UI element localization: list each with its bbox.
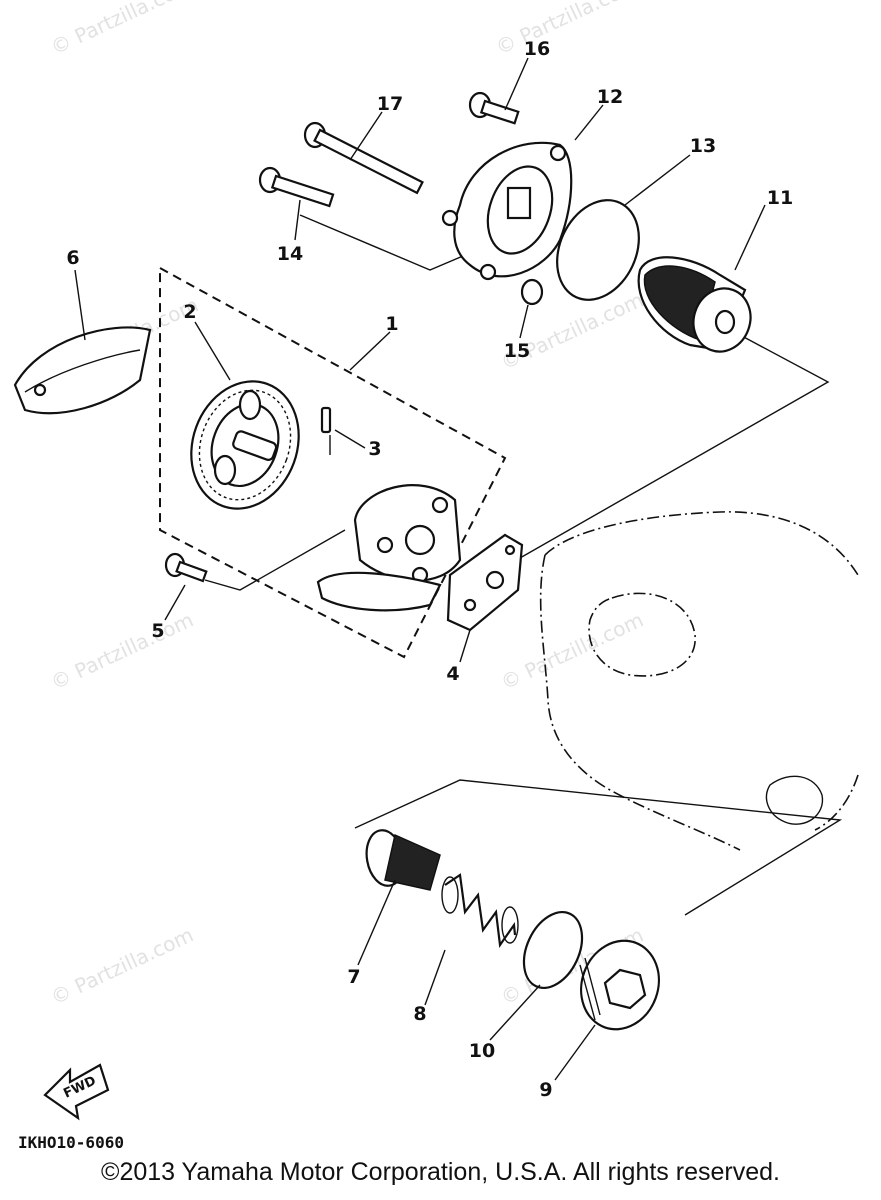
crankcase-outline bbox=[539, 511, 859, 851]
part-number-17: 17 bbox=[377, 93, 403, 115]
pump-assembly-boundary bbox=[159, 266, 507, 659]
pump-body bbox=[316, 484, 462, 612]
part-number-5: 5 bbox=[151, 620, 164, 642]
part-5-bolt bbox=[164, 552, 208, 583]
part-number-2: 2 bbox=[183, 301, 196, 323]
part-number-4: 4 bbox=[446, 663, 459, 685]
part-number-11: 11 bbox=[767, 187, 793, 209]
part-number-8: 8 bbox=[413, 1003, 426, 1025]
part-7-strainer bbox=[365, 829, 441, 891]
part-number-3: 3 bbox=[368, 438, 381, 460]
part-number-10: 10 bbox=[469, 1040, 495, 1062]
part-number-7: 7 bbox=[347, 966, 360, 988]
part-number-6: 6 bbox=[66, 247, 79, 269]
watermark-text: © Partzilla.com bbox=[47, 0, 197, 60]
part-number-1: 1 bbox=[385, 313, 398, 335]
part-12-filter-cover bbox=[441, 141, 573, 281]
drawing-code: IKHO10-6060 bbox=[18, 1133, 124, 1152]
watermark-text: © Partzilla.com bbox=[47, 608, 197, 695]
part-13-o-ring bbox=[556, 199, 640, 301]
part-16-bolt bbox=[468, 91, 520, 125]
fwd-arrow-icon: FWD bbox=[43, 1063, 110, 1121]
part-number-14: 14 bbox=[277, 243, 303, 265]
leader-connectors bbox=[204, 214, 843, 916]
number-leaders bbox=[74, 57, 766, 1081]
part-10-o-ring bbox=[522, 911, 584, 989]
part-number-labels: 1 2 3 4 5 6 7 8 9 10 11 12 13 14 15 16 1… bbox=[66, 38, 793, 1101]
watermark-text: © Partzilla.com bbox=[47, 923, 197, 1010]
part-11-oil-filter bbox=[637, 256, 752, 353]
part-14-bolt bbox=[258, 166, 335, 208]
part-number-15: 15 bbox=[504, 340, 530, 362]
watermark-text: © Partzilla.com bbox=[497, 608, 647, 695]
part-number-13: 13 bbox=[690, 135, 716, 157]
part-number-12: 12 bbox=[597, 86, 623, 108]
part-15-small-o-ring bbox=[520, 278, 544, 306]
watermark-text: © Partzilla.com bbox=[492, 0, 642, 60]
part-17-long-bolt bbox=[303, 121, 424, 195]
copyright-notice: ©2013 Yamaha Motor Corporation, U.S.A. A… bbox=[101, 1158, 780, 1186]
part-6-cover bbox=[13, 326, 152, 415]
part-9-drain-plug bbox=[579, 939, 660, 1031]
part-number-16: 16 bbox=[524, 38, 550, 60]
part-3-pin bbox=[320, 406, 332, 434]
part-2-pump-gear bbox=[190, 380, 300, 510]
part-8-spring bbox=[441, 873, 519, 948]
part-4-gasket bbox=[446, 533, 524, 632]
part-number-9: 9 bbox=[539, 1079, 552, 1101]
